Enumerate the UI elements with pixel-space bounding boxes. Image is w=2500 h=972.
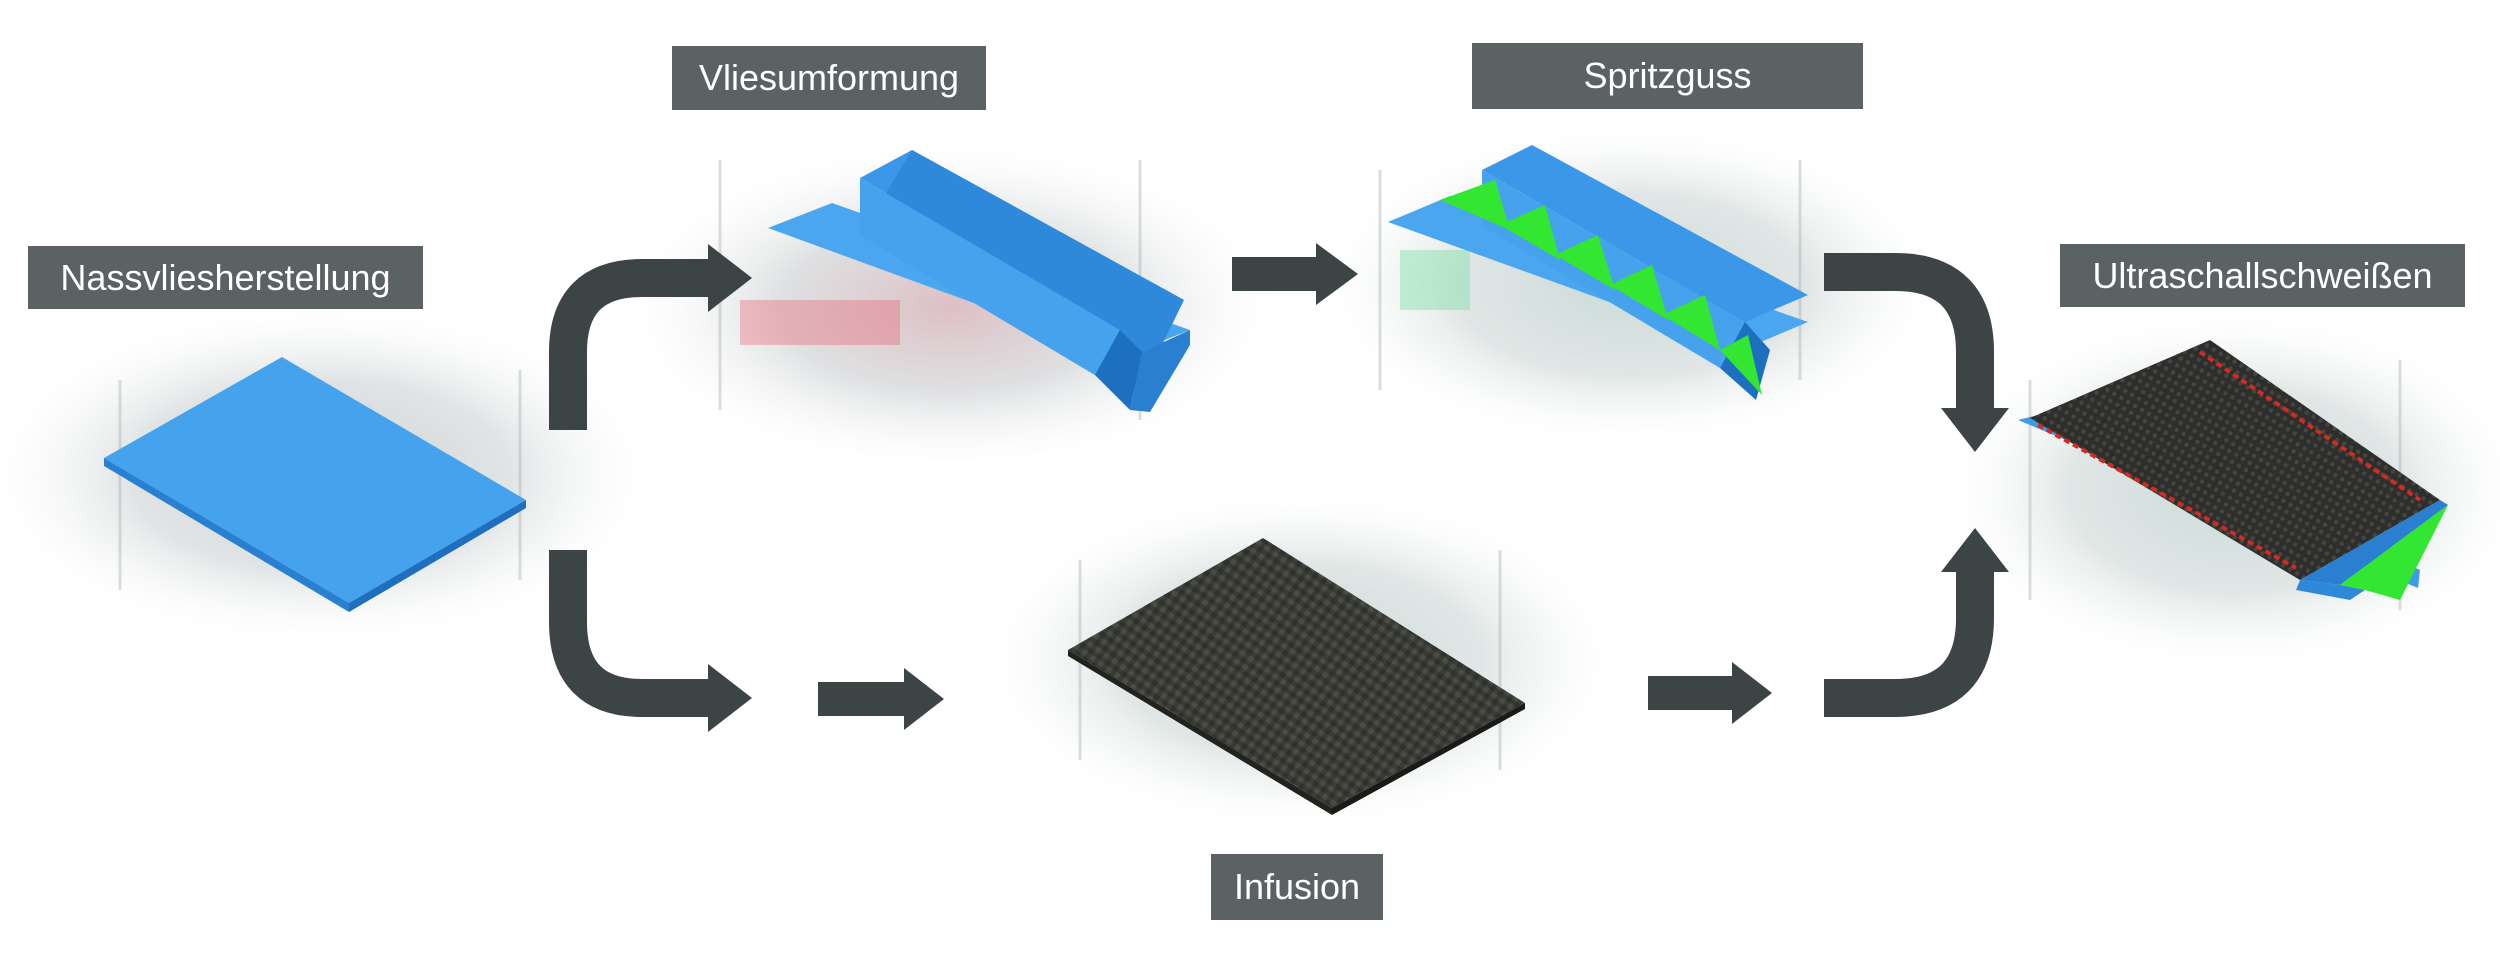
arrow-spritzguss-to-ultraschall bbox=[1824, 253, 1994, 412]
label-spritzguss: Spritzguss bbox=[1472, 43, 1863, 109]
label-infusion: Infusion bbox=[1211, 854, 1383, 920]
label-ultraschallschweissen: Ultraschallschweißen bbox=[2060, 244, 2465, 307]
injection-molded-part bbox=[1388, 145, 1808, 400]
label-vliesumformung: Vliesumformung bbox=[672, 46, 986, 110]
arrow-vliesumformung-to-spritzguss bbox=[1232, 243, 1358, 305]
carbon-plate bbox=[1068, 538, 1525, 815]
green-ribs bbox=[1440, 180, 1762, 395]
label-nassvliesherstellung: Nassvliesherstellung bbox=[28, 246, 423, 309]
arrow-nassvlies-to-vliesumformung bbox=[549, 259, 712, 430]
arrow-nassvlies-to-infusion bbox=[549, 550, 712, 717]
weld-line-2 bbox=[2198, 350, 2422, 502]
arrow-infusion-gap bbox=[818, 668, 944, 730]
glow-green bbox=[1400, 250, 1470, 310]
arrow-head-3 bbox=[1941, 408, 2009, 452]
arrow-infusion-to-ultraschall-straight bbox=[1648, 662, 1772, 724]
formed-profile bbox=[768, 150, 1190, 412]
nonwoven-sheet bbox=[104, 357, 526, 612]
flow-arrows bbox=[549, 253, 1994, 717]
welded-assembly bbox=[2018, 340, 2448, 600]
arrow-head-1 bbox=[708, 244, 752, 312]
arrow-head-2 bbox=[708, 664, 752, 732]
straight-arrows bbox=[818, 243, 1772, 730]
arrow-head-4 bbox=[1941, 528, 2009, 572]
weld-line-1 bbox=[2037, 423, 2297, 570]
arrow-heads bbox=[708, 244, 2009, 732]
glow-red bbox=[740, 300, 900, 345]
arrow-infusion-to-ultraschall bbox=[1824, 568, 1994, 717]
